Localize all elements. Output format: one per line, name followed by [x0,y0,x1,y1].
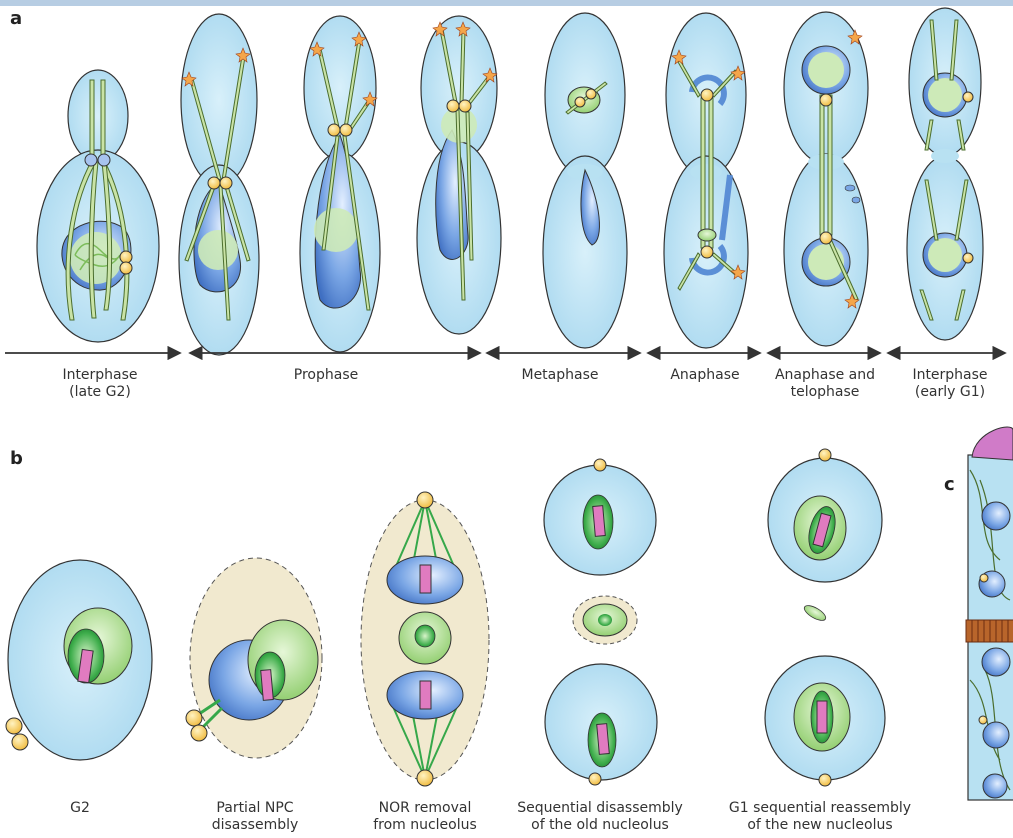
panel-c-hypha [966,427,1013,800]
stage-nor-removal [361,492,489,786]
cell-prophase-1 [179,14,259,355]
panel-label-a: a [10,8,22,29]
cell-anaphase [664,13,748,348]
cell-interphase-early-g1 [907,8,983,340]
stage-sequential-disassembly [544,459,657,785]
cell-interphase-late-g2 [37,70,159,342]
stage-g2 [6,560,152,760]
phase-label-interphase-late-g2: Interphase(late G2) [30,367,170,401]
phase-label-anaphase: Anaphase [645,367,765,384]
cell-prophase-3 [417,16,501,334]
cell-anaphase-telophase [784,12,868,346]
stage-label-g2: G2 [20,800,140,817]
phase-label-metaphase: Metaphase [500,367,620,384]
cell-prophase-2 [300,16,380,352]
panel-label-b: b [10,448,23,469]
phase-label-prophase: Prophase [256,367,396,384]
phase-label-interphase-early-g1: Interphase(early G1) [890,367,1010,401]
panel-label-c: c [944,474,955,495]
stage-g1-sequential-reassembly [765,449,885,786]
stage-partial-npc-disassembly [186,558,322,758]
cell-metaphase [543,13,627,348]
